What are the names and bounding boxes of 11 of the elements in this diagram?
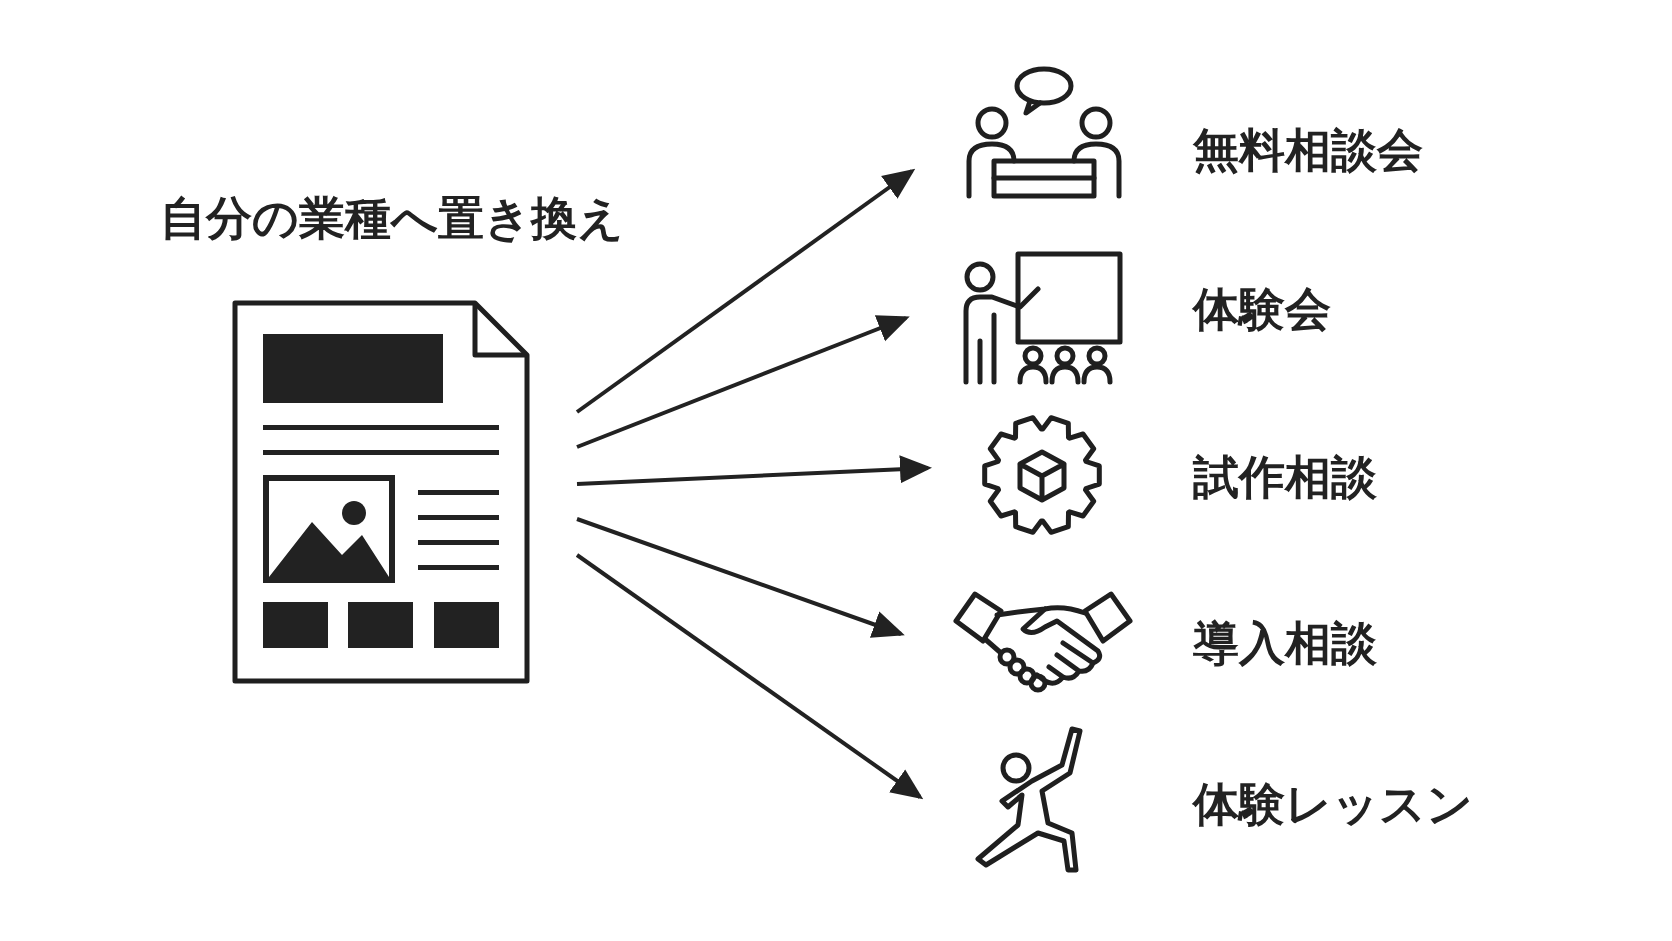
arrow xyxy=(576,517,905,638)
item-label: 体験レッスン xyxy=(1193,781,1473,827)
item-label: 体験会 xyxy=(1193,286,1331,332)
item-label: 無料相談会 xyxy=(1193,127,1423,173)
arrow xyxy=(576,455,932,486)
item-label: 試作相談 xyxy=(1193,454,1377,500)
title: 自分の業種へ置き換え xyxy=(160,195,624,241)
arrow xyxy=(575,553,924,800)
item-label: 導入相談 xyxy=(1193,620,1377,666)
arrow xyxy=(576,315,910,449)
arrow xyxy=(575,168,916,414)
